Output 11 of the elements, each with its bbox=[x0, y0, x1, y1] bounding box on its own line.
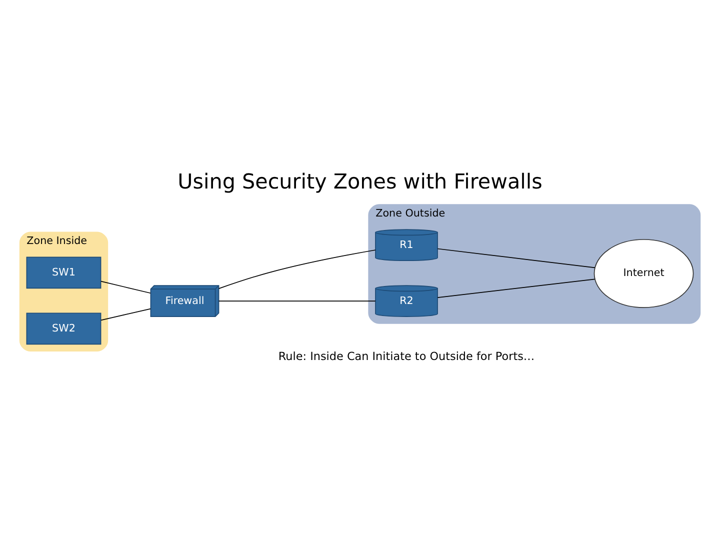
node-ellipse: Internet bbox=[594, 238, 694, 308]
diagram-title: Using Security Zones with Firewalls bbox=[178, 168, 542, 193]
connector bbox=[437, 248, 596, 268]
connector bbox=[100, 280, 151, 294]
connector bbox=[100, 308, 151, 320]
connector bbox=[437, 278, 596, 298]
connector bbox=[218, 300, 376, 301]
connector bbox=[218, 249, 376, 289]
node-box: SW1 bbox=[26, 256, 102, 288]
node-box: SW2 bbox=[26, 312, 102, 344]
label: Rule: Inside Can Initiate to Outside for Ports… bbox=[278, 349, 535, 362]
